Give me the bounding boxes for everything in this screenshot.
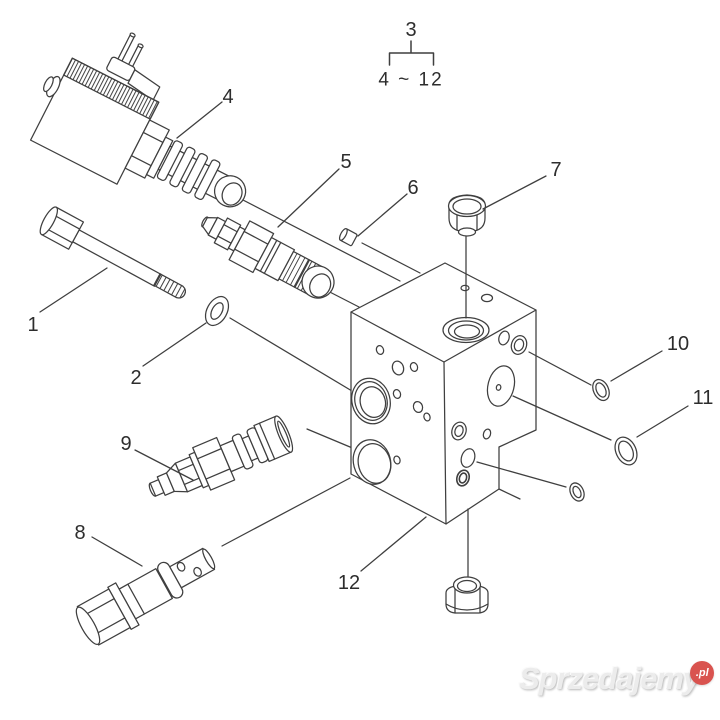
leader-9	[134, 449, 194, 481]
solenoid-valve-part-4	[29, 32, 247, 208]
callout-6: 6	[407, 177, 418, 199]
pilot-valve-part-9	[148, 415, 294, 497]
group-bracket	[388, 40, 435, 66]
axis-to-oring-10	[528, 351, 592, 386]
callout-4: 4	[222, 86, 233, 108]
leader-10	[610, 350, 663, 382]
axis-pin-to-block	[361, 242, 421, 274]
leader-1	[39, 267, 108, 313]
axis-bolt-washer-to-port	[229, 317, 353, 392]
callout-2: 2	[130, 367, 141, 389]
watermark-logo: Sprzedajemy.pl	[519, 661, 720, 698]
hex-plug-part-7	[447, 194, 487, 237]
right-oring-seat-mid	[451, 421, 467, 441]
o-ring-part-10	[592, 378, 610, 402]
axis-to-small-oring	[476, 461, 567, 488]
pin-part-6	[338, 227, 358, 247]
o-ring-small	[569, 482, 585, 502]
callout-10: 10	[667, 333, 689, 355]
callout-12: 12	[338, 572, 360, 594]
callout-7: 7	[550, 159, 561, 181]
leader-11	[636, 405, 689, 438]
right-circular-boss	[486, 365, 516, 407]
axis-to-oring-11	[512, 395, 612, 441]
solenoid-wires	[106, 32, 144, 81]
callout-9: 9	[120, 433, 131, 455]
left-lower-port	[352, 439, 392, 485]
left-flanged-port	[351, 377, 391, 425]
callout-11: 11	[693, 387, 714, 409]
leader-5	[277, 168, 340, 228]
right-oring-seat-lower	[455, 469, 471, 487]
block-right-face-ports	[451, 330, 528, 487]
leader-4	[176, 101, 223, 139]
relief-valve-part-8	[75, 547, 216, 646]
top-threaded-port	[442, 316, 490, 344]
bolt-part-1	[39, 206, 187, 299]
axis-valve8-to-block	[221, 477, 351, 547]
block-left-face-ports	[351, 344, 431, 485]
relief-valve-oring	[157, 561, 184, 599]
watermark-tld-badge: .pl	[690, 661, 715, 685]
assembly-axis-lines-front	[465, 233, 612, 578]
callout-3: 3	[405, 19, 416, 41]
callout-5: 5	[340, 151, 351, 173]
solenoid-coil-band	[63, 57, 160, 120]
bottom-plug	[445, 576, 489, 614]
leader-12	[360, 516, 427, 572]
leader-2	[142, 322, 207, 367]
leader-7	[482, 175, 547, 210]
leader-8	[91, 536, 143, 567]
callout-8: 8	[74, 522, 85, 544]
watermark-text: Sprzedajemy	[519, 661, 700, 696]
cartridge-valve-part-5	[201, 216, 335, 299]
callout-range-4-12: 4 ~ 12	[378, 70, 443, 91]
leader-6	[357, 193, 408, 237]
valve-block-part-12	[350, 262, 537, 525]
washer-part-2	[204, 295, 230, 327]
callout-labels: 1 2 3 4 ~ 12 4 5 6 7 8 9 10 11 12	[27, 19, 713, 594]
right-oring-seat-upper	[510, 335, 528, 355]
callout-1: 1	[27, 314, 38, 336]
o-ring-part-11	[614, 436, 638, 466]
leader-lines	[39, 40, 689, 572]
